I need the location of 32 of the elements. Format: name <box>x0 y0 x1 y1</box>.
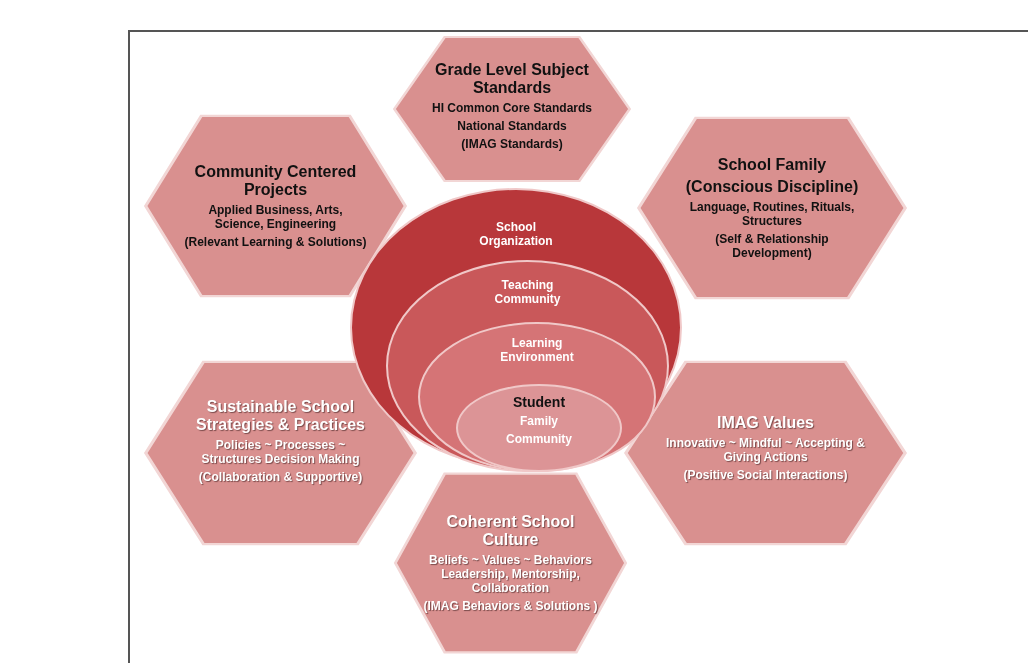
hexagon-text: Innovative ~ Mindful ~ Accepting & Giving Actions <box>665 436 866 464</box>
hexagon <box>143 112 408 300</box>
hexagon <box>636 114 908 302</box>
hexagon-text: HI Common Core Standards <box>432 101 592 115</box>
hexagon-text: National Standards <box>457 119 567 133</box>
hexagon <box>143 358 418 548</box>
hexagon-text: (Relevant Learning & Solutions) <box>184 235 367 249</box>
ellipse-label: Community <box>505 432 573 446</box>
hexagon-heading: IMAG Values <box>717 414 814 432</box>
hexagon-heading: Sustainable School Strategies & Practices <box>195 397 366 434</box>
hexagon <box>623 358 908 548</box>
hexagon <box>393 470 628 656</box>
hexagon-text: Applied Business, Arts, Science, Engineering <box>207 203 344 231</box>
ellipse-label: Family <box>519 414 559 428</box>
hexagon-text: (Self & Relationship Development) <box>714 232 830 260</box>
hexagon-text: (Collaboration & Supportive) <box>198 469 363 484</box>
ellipse-label: Student <box>511 394 567 410</box>
hexagon-text: (Positive Social Interactions) <box>683 468 848 482</box>
hexagon-heading: Community Centered Projects <box>193 163 358 199</box>
ellipse-label: Teaching Community <box>493 278 562 306</box>
hexagon-text: (IMAG Standards) <box>461 137 563 151</box>
hexagon-text: (IMAG Behaviors & Solutions ) <box>423 599 598 613</box>
hexagon-text: Language, Routines, Rituals, Structures <box>688 200 856 228</box>
ellipse-label: School Organization <box>478 220 554 248</box>
hexagon-text: Beliefs ~ Values ~ Behaviors Leadership, Mentorship, Collaboration <box>428 553 593 595</box>
hexagon-heading: (Conscious Discipline) <box>685 178 859 196</box>
hexagon-heading: Coherent School Culture <box>445 513 576 549</box>
hexagon-heading: Grade Level Subject Standards <box>434 61 590 97</box>
ellipse-label: Learning Environment <box>499 336 575 364</box>
hexagon-text: Policies ~ Processes ~ Structures Decision Making <box>200 437 361 466</box>
hexagon-heading: School Family <box>717 156 827 174</box>
hexagon <box>392 34 632 184</box>
